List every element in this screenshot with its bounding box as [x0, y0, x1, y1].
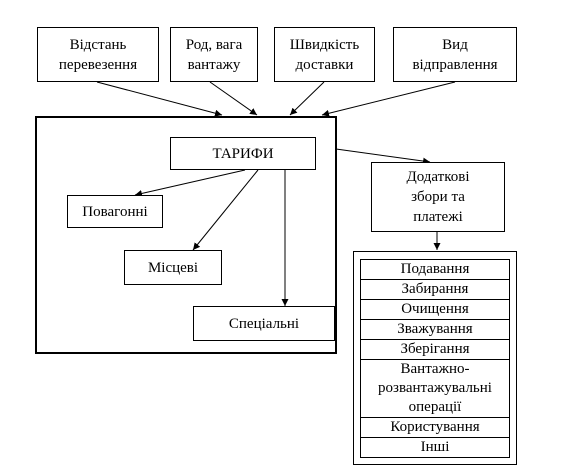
arrow-distance-to-tariffs: [96, 81, 223, 117]
charge-item: Забирання: [360, 280, 510, 300]
charge-item: Подавання: [360, 260, 510, 280]
arrow-shipment-to-tariffs: [321, 81, 456, 117]
arrow-speed-to-tariffs: [289, 81, 325, 116]
arrow-tariffs-to-wagon: [134, 169, 246, 197]
tariffs-title: ТАРИФИ: [170, 137, 316, 170]
arrow-cargo-to-tariffs: [209, 81, 258, 116]
charge-item: Зберігання: [360, 340, 510, 360]
arrow-tariffs-to-local: [192, 169, 259, 251]
charge-item: Інші: [360, 438, 510, 458]
tariff-wagon: Повагонні: [67, 195, 163, 228]
charge-item: Зважування: [360, 320, 510, 340]
charges-list: Подавання Забирання Очищення Зважування …: [353, 251, 517, 465]
charge-item: Користування: [360, 418, 510, 438]
tariffs-frame: [35, 116, 337, 354]
charge-item: Очищення: [360, 300, 510, 320]
additional-charges: Додаткові збори та платежі: [371, 162, 505, 232]
arrow-tariffs-to-additional: [335, 148, 431, 165]
tariff-local: Місцеві: [124, 250, 222, 285]
tariff-special: Спеціальні: [193, 306, 335, 341]
charges-table: Подавання Забирання Очищення Зважування …: [360, 259, 510, 458]
charge-item-multiline: Вантажно- розвантажувальні операції: [360, 360, 510, 418]
